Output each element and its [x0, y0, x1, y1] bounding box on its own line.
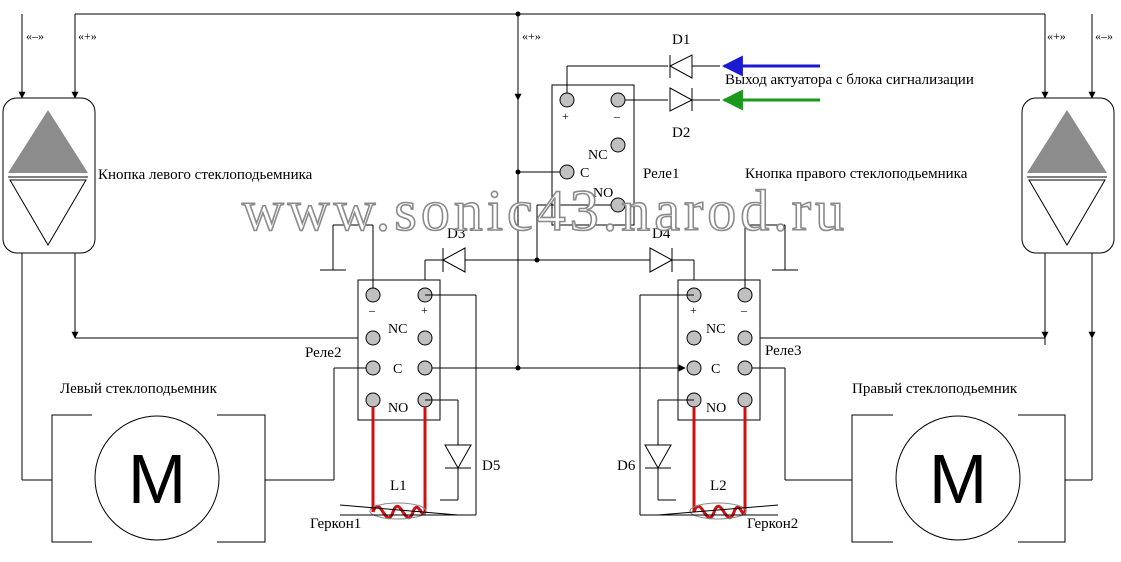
left-motor-label: Левый стеклоподьемник: [60, 381, 218, 397]
down-triangle-icon: [1028, 179, 1106, 246]
relay2-plus-label: +: [421, 303, 428, 317]
relay2-no-label: NO: [388, 401, 408, 416]
l2-label: L2: [710, 478, 727, 494]
relay3-wires: [518, 224, 852, 515]
d4-label: D4: [652, 226, 671, 242]
relay2-label: Реле2: [305, 345, 341, 361]
relay2-no-terminal: [365, 392, 381, 408]
relay1-no-label: NO: [593, 186, 613, 201]
relay2-nc-terminal: [365, 330, 381, 346]
relay3-no-terminal: [737, 392, 753, 408]
relay3-c2-terminal: [686, 360, 702, 376]
diode-d2: [669, 87, 720, 112]
diode-d4: [649, 247, 695, 285]
relay3-minus-terminal: [737, 287, 753, 303]
motor-icon: [895, 415, 1021, 541]
left-button-label: Кнопка левого стеклоподьемника: [98, 167, 313, 183]
relay2-minus-label: –: [368, 303, 376, 317]
coil-l2: [640, 407, 779, 520]
relay1-plus-label: +: [562, 109, 569, 123]
relay3-plus-label: +: [690, 303, 697, 317]
l1-label: L1: [390, 478, 407, 494]
left-window-button: [2, 97, 96, 254]
relay2-wires: [265, 224, 521, 515]
relay1-plus-terminal: [559, 92, 575, 108]
reed2-label: Геркон2: [747, 516, 798, 532]
up-triangle-icon: [8, 110, 88, 173]
relay3: [677, 279, 761, 421]
supply-plus-label-left: «+»: [78, 29, 97, 43]
relay2-nc2-terminal: [417, 330, 433, 346]
relay2: [357, 279, 441, 421]
coil-l1: [339, 407, 476, 520]
relay3-minus-label: –: [740, 303, 748, 317]
relay3-nc2-terminal: [686, 330, 702, 346]
d5-label: D5: [482, 458, 500, 474]
d3-label: D3: [447, 226, 465, 242]
watermark: www.sonic43.narod.ru: [242, 178, 848, 243]
right-button-label: Кнопка правого стеклоподьемника: [745, 166, 968, 182]
right-window-button: [1021, 97, 1115, 254]
reed1-label: Геркон1: [310, 516, 361, 532]
relay2-nc-label: NC: [388, 322, 407, 337]
relay1-minus-terminal: [610, 92, 626, 108]
right-motor-symbol: M: [929, 440, 987, 518]
relay1-label: Реле1: [643, 166, 679, 182]
relay3-nc-terminal: [737, 330, 753, 346]
relay3-label: Реле3: [765, 343, 801, 359]
left-motor-symbol: M: [128, 440, 186, 518]
relay2-minus-terminal: [365, 287, 381, 303]
supply-minus-label-right: «–»: [1095, 29, 1113, 43]
right-motor: [851, 410, 1066, 547]
right-motor-label: Правый стеклоподьемник: [852, 381, 1018, 397]
relay3-c-label: C: [711, 362, 720, 377]
relay2-c-terminal: [365, 360, 381, 376]
actuator-output-label: Выход актуатора с блока сигнализации: [725, 72, 974, 88]
top-supply-wires: [18, 11, 1096, 370]
d6-label: D6: [617, 458, 636, 474]
diode-d5: [444, 444, 472, 470]
diode-d6: [644, 444, 672, 470]
relay1-c-label: C: [580, 166, 589, 181]
diode-d3: [424, 247, 466, 285]
relay2-c2-terminal: [417, 360, 433, 376]
relay1-c-terminal: [559, 164, 575, 180]
relay1-nc-terminal: [610, 137, 626, 153]
up-triangle-icon: [1027, 110, 1107, 173]
relay3-c-terminal: [737, 360, 753, 376]
button-output-wires: [21, 253, 1096, 481]
relay1-wires: [465, 65, 668, 263]
supply-minus-label-left: «–»: [26, 29, 44, 43]
diode-d1: [668, 54, 720, 79]
relay3-nc-label: NC: [706, 322, 725, 337]
d2-label: D2: [672, 125, 690, 141]
relay1-nc-label: NC: [588, 148, 607, 163]
relay1-minus-label: –: [613, 109, 621, 123]
down-triangle-icon: [9, 179, 87, 246]
supply-plus-label-right: «+»: [1047, 29, 1066, 43]
motor-icon: [94, 415, 220, 541]
supply-plus-label-center: «+»: [522, 29, 541, 43]
left-motor: [51, 410, 266, 547]
relay2-c-label: C: [393, 362, 402, 377]
relay1: [551, 84, 635, 226]
d1-label: D1: [672, 32, 690, 48]
relay3-no-label: NO: [706, 401, 726, 416]
